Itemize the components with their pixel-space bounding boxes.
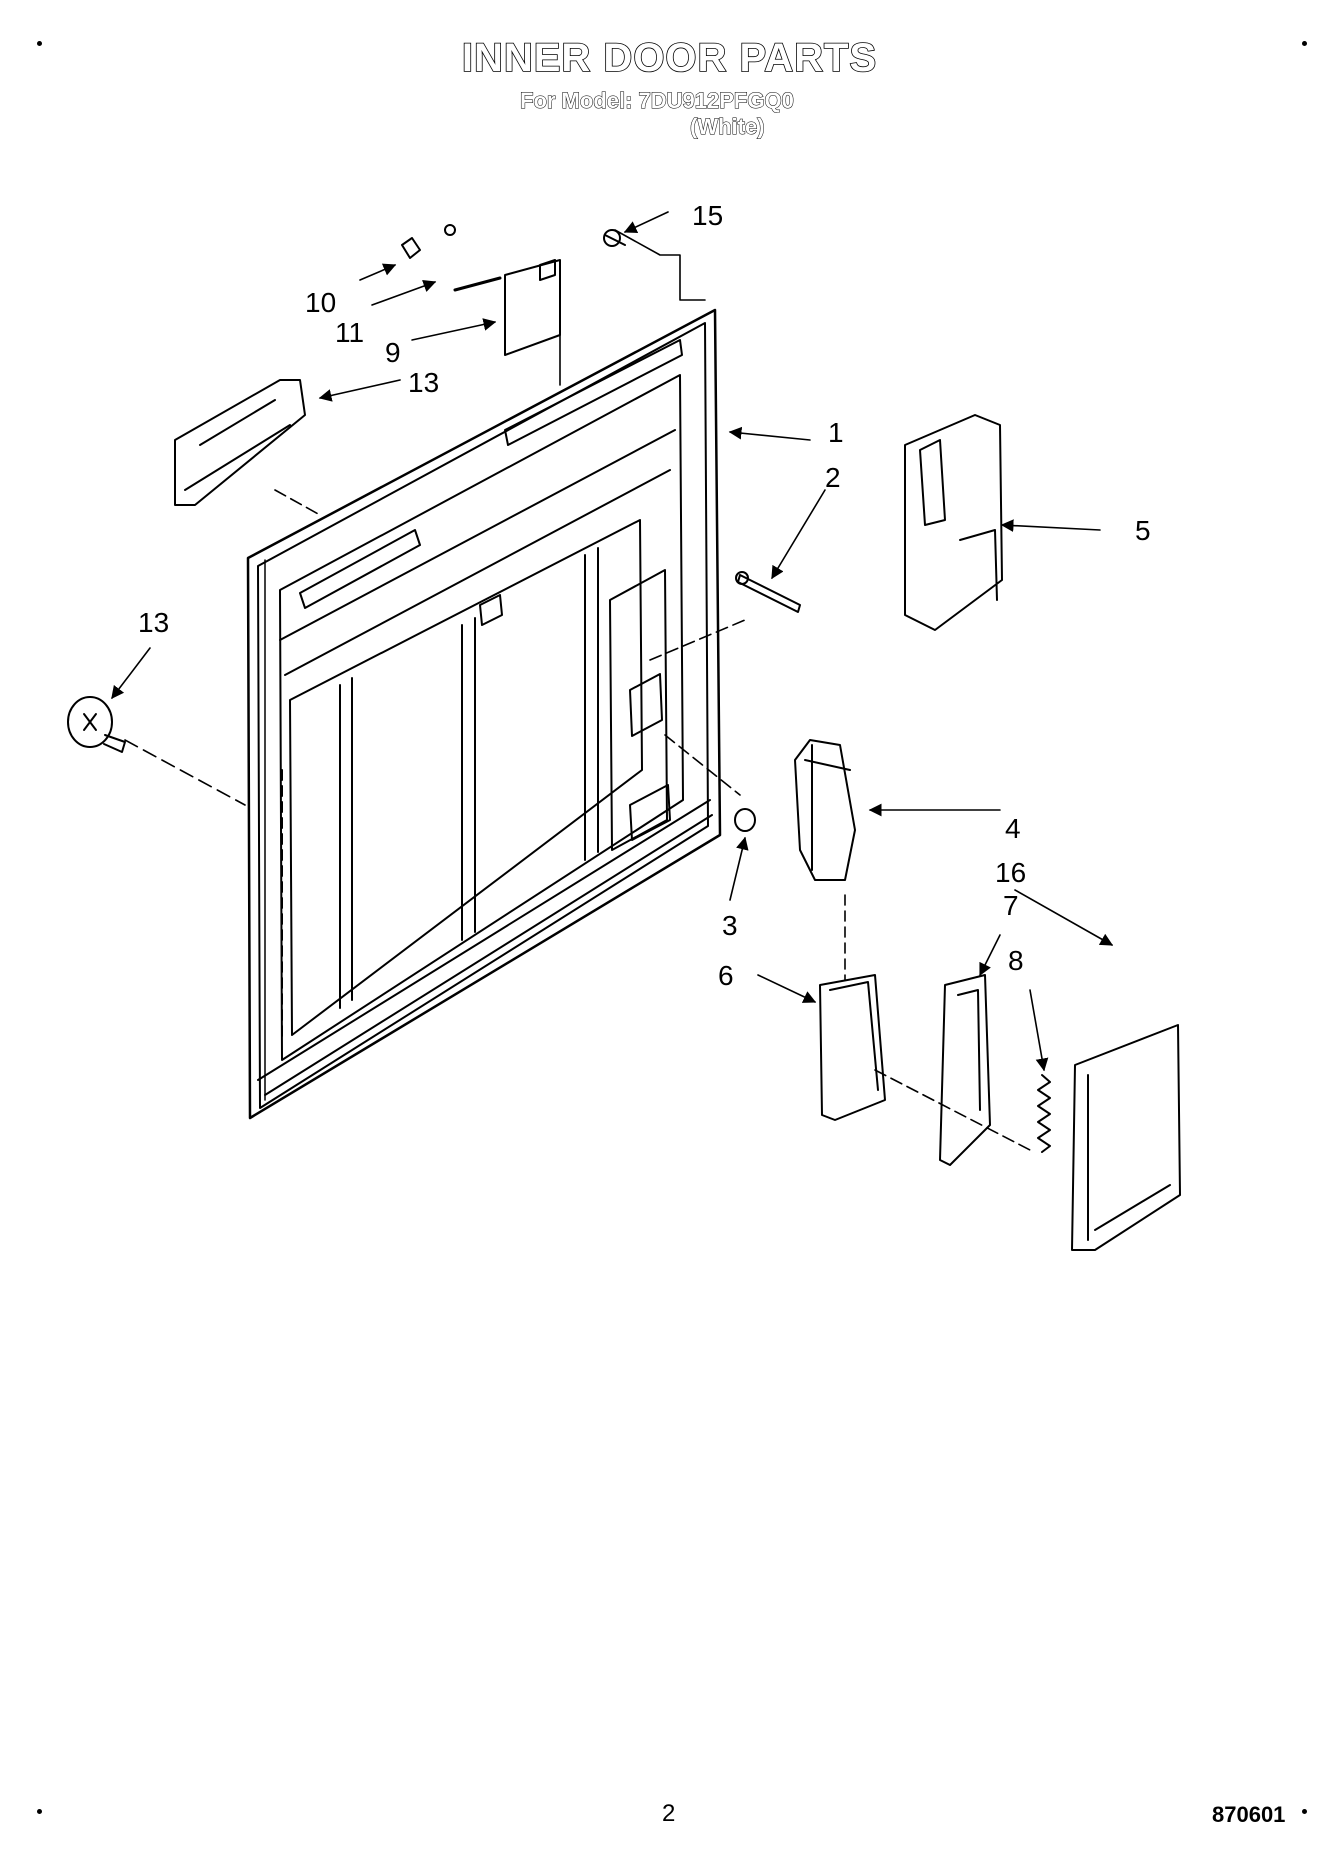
corner-mark-top-left — [37, 41, 42, 46]
inner-door-panel — [246, 308, 722, 1120]
callout-11: 11 — [335, 317, 364, 348]
part-15-screw — [603, 229, 626, 247]
corner-mark-top-right — [1302, 41, 1307, 46]
part-10-11-hardware — [401, 224, 502, 292]
page-title: INNER DOOR PARTS — [461, 35, 878, 81]
part-5-housing — [904, 414, 1003, 631]
document-id: 870601 — [1212, 1802, 1286, 1827]
callout-6: 6 — [718, 960, 734, 991]
callout-12: 13 — [408, 367, 439, 398]
callout-5: 5 — [1135, 515, 1151, 546]
callout-labels: 15 10 11 9 13 1 2 5 13 4 3 16 7 6 8 — [138, 200, 1151, 991]
callout-3: 3 — [722, 910, 738, 941]
part-8-spring — [1037, 1074, 1051, 1153]
callout-9: 9 — [385, 337, 401, 368]
part-2-pin — [735, 571, 801, 613]
callout-15: 15 — [692, 200, 723, 231]
part-3-nut — [734, 808, 756, 832]
corner-mark-bottom-right — [1302, 1809, 1307, 1814]
callout-10: 10 — [305, 287, 336, 318]
callout-7: 7 — [1003, 890, 1019, 921]
callout-arrows — [111, 211, 1114, 1072]
callout-1: 1 — [828, 417, 844, 448]
part-7-slide — [939, 974, 991, 1166]
callout-4: 4 — [1005, 813, 1021, 844]
callout-13: 13 — [138, 607, 169, 638]
page-number: 2 — [662, 1800, 676, 1827]
part-13-knob — [67, 696, 126, 753]
corner-mark-bottom-left — [37, 1809, 42, 1814]
variant-label: (White) — [690, 114, 766, 140]
part-16-shield — [1071, 1024, 1181, 1251]
callout-8: 8 — [1008, 945, 1024, 976]
part-12-handle — [174, 379, 306, 506]
assembly-lines — [124, 229, 1031, 1151]
model-line: For Model: 7DU912PFGQ0 — [520, 88, 795, 114]
part-9-cover — [504, 259, 561, 356]
callout-16: 16 — [995, 857, 1026, 888]
part-4-latch — [794, 739, 856, 881]
part-6-latch-base — [819, 974, 886, 1121]
callout-2: 2 — [825, 462, 841, 493]
